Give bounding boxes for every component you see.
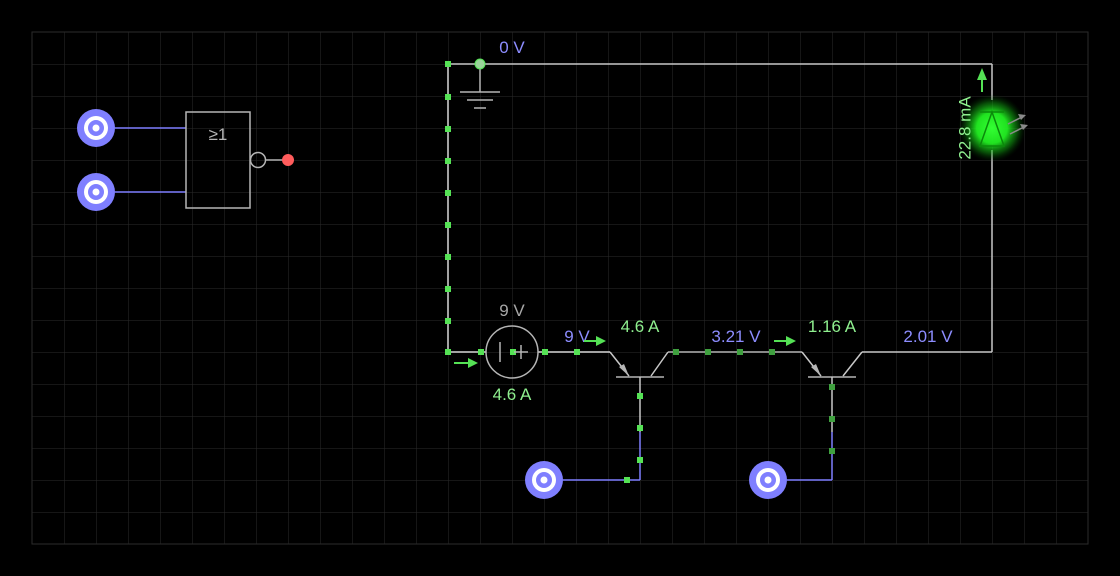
transistor2-current-label: 1.16 A (808, 317, 857, 336)
source-voltage-label: 9 V (499, 301, 525, 320)
transistor1-current-label: 4.6 A (621, 317, 660, 336)
gate-symbol: ≥1 (209, 125, 228, 144)
gate-output-terminal[interactable] (282, 154, 294, 166)
current-dots-left (445, 61, 580, 355)
ground[interactable] (460, 58, 500, 109)
current-dots-t2 (829, 384, 835, 454)
node-voltage-label-1: 9 V (564, 327, 590, 346)
current-dots-middle (673, 349, 775, 355)
node-voltage-label-2: 3.21 V (711, 327, 761, 346)
grid (31, 31, 1089, 545)
source-current-label: 4.6 A (493, 385, 532, 404)
voltage-source[interactable] (485, 325, 539, 379)
input-pin-c[interactable] (525, 461, 563, 499)
led-current-label: 22.8 mA (955, 96, 974, 160)
arrow-right-icon (454, 358, 478, 368)
current-dots-t1 (624, 393, 643, 483)
arrow-right-icon (774, 336, 796, 346)
arrow-right-icon (584, 336, 606, 346)
nor-gate[interactable]: ≥1 (185, 111, 283, 209)
input-pin-a[interactable] (77, 109, 115, 147)
input-pin-b[interactable] (77, 173, 115, 211)
ground-node[interactable] (474, 58, 486, 70)
nor-inverter-bubble (249, 151, 267, 169)
led-glow (958, 94, 1026, 162)
led[interactable] (958, 94, 1028, 162)
led-current-arrow-icon (977, 68, 987, 92)
node-voltage-label-3: 2.01 V (903, 327, 953, 346)
ground-voltage-label: 0 V (499, 38, 525, 57)
input-pin-d[interactable] (749, 461, 787, 499)
